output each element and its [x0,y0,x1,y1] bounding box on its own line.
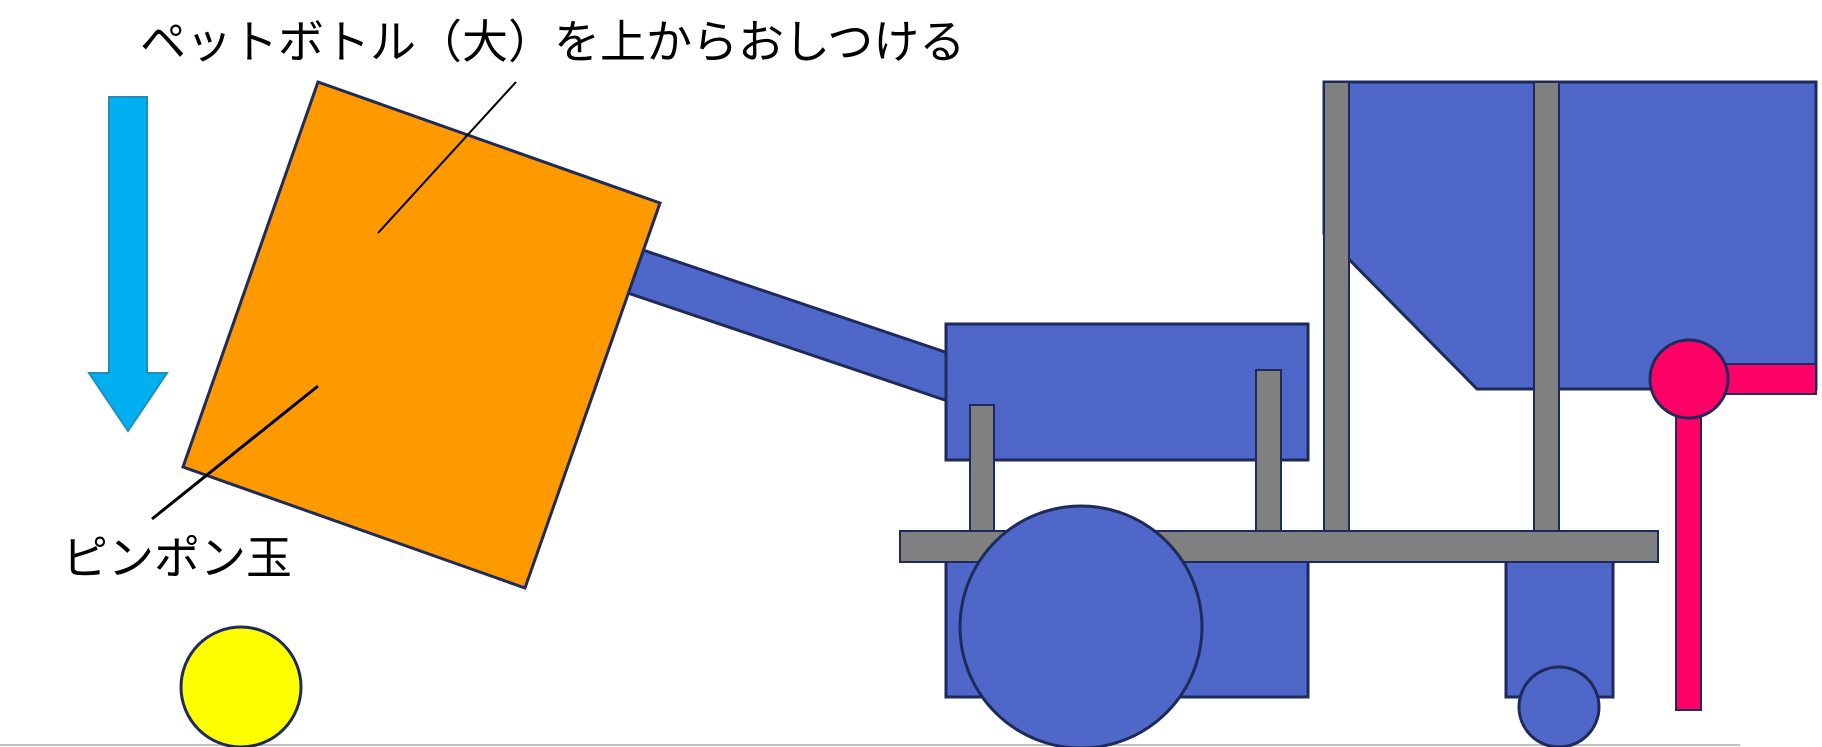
gray-post-1 [969,404,995,533]
pet-bottle [181,80,662,590]
bottle-press-label: ペットボトル（大）を上からおしつける [140,15,966,69]
gray-post-4 [1533,81,1560,533]
pink-vertical-bar [1675,384,1702,711]
small-wheel [1517,665,1601,747]
hopper [1322,80,1818,391]
down-arrow-icon [87,96,169,433]
ping-pong-ball-label: ピンポン玉 [62,531,292,585]
title-leader-line [377,81,517,234]
gray-post-2 [1255,369,1282,533]
middle-upper-box [944,322,1310,462]
pingpong-leader-line [151,384,319,521]
gray-post-3 [1323,81,1350,533]
big-wheel [958,504,1204,747]
ping-pong-ball [179,625,303,747]
pink-pivot [1648,338,1730,420]
